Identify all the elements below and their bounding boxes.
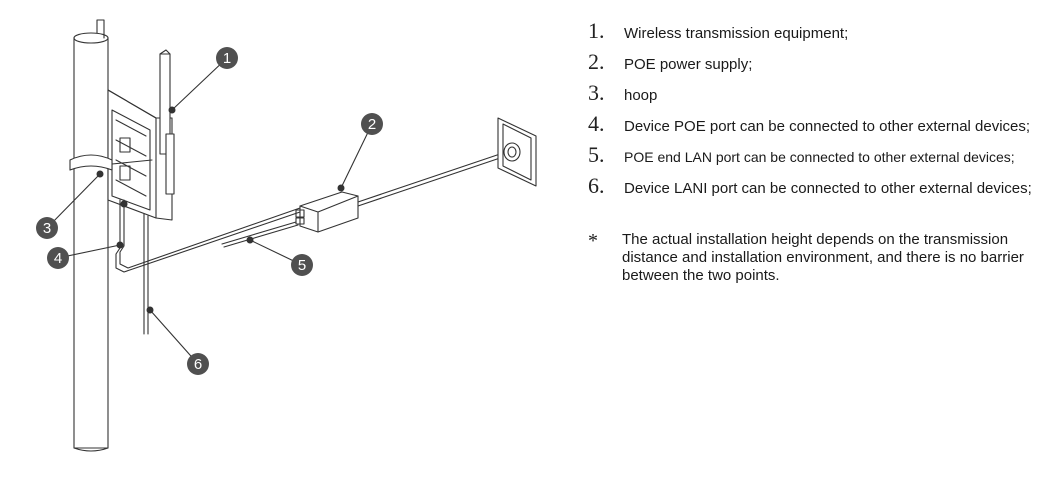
callout-2: 2 (361, 113, 383, 135)
wall-socket (497, 117, 537, 187)
note-text: The actual installation height depends o… (622, 231, 1024, 284)
legend-text: Device POE port can be connected to othe… (624, 118, 1031, 135)
note-asterisk: * (588, 230, 598, 252)
legend-item-5: 5. POE end LAN port can be connected to … (588, 142, 1050, 173)
legend-number: 6. (588, 173, 605, 198)
callout-6: 6 (187, 353, 209, 375)
legend: 1. Wireless transmission equipment; 2. P… (588, 18, 1050, 285)
cable-4 (115, 199, 301, 273)
installation-diagram: 1 2 3 4 5 6 (36, 19, 537, 452)
legend-number: 2. (588, 49, 605, 74)
legend-text: POE power supply; (624, 56, 753, 73)
legend-text: POE end LAN port can be connected to oth… (624, 149, 1015, 165)
legend-item-4: 4. Device POE port can be connected to o… (588, 111, 1050, 142)
legend-text: Wireless transmission equipment; (624, 25, 849, 42)
callout-2-label: 2 (368, 116, 376, 133)
legend-text: Device LANI port can be connected to oth… (624, 180, 1032, 197)
legend-number: 3. (588, 80, 605, 105)
legend-text: hoop (624, 87, 658, 104)
leader-dots (96, 106, 345, 314)
callout-6-label: 6 (194, 356, 202, 373)
cable-6 (143, 213, 149, 335)
legend-item-1: 1. Wireless transmission equipment; (588, 18, 1050, 49)
callout-4: 4 (47, 247, 69, 269)
pole (73, 19, 109, 452)
callout-1: 1 (216, 47, 238, 69)
installation-note: * The actual installation height depends… (588, 231, 1050, 285)
callout-5: 5 (291, 254, 313, 276)
cable-5 (221, 221, 299, 248)
legend-number: 5. (588, 142, 605, 167)
callout-4-label: 4 (54, 250, 62, 267)
callout-1-label: 1 (223, 50, 231, 67)
callout-3: 3 (36, 217, 58, 239)
legend-item-6: 6. Device LANI port can be connected to … (588, 173, 1050, 204)
legend-number: 1. (588, 18, 605, 43)
power-cable (357, 151, 507, 207)
wireless-device (107, 49, 175, 221)
callout-3-label: 3 (43, 220, 51, 237)
hoop (69, 154, 153, 171)
legend-item-2: 2. POE power supply; (588, 49, 1050, 80)
poe-injector (295, 191, 359, 233)
legend-item-3: 3. hoop (588, 80, 1050, 111)
legend-number: 4. (588, 111, 605, 136)
callout-5-label: 5 (298, 257, 306, 274)
